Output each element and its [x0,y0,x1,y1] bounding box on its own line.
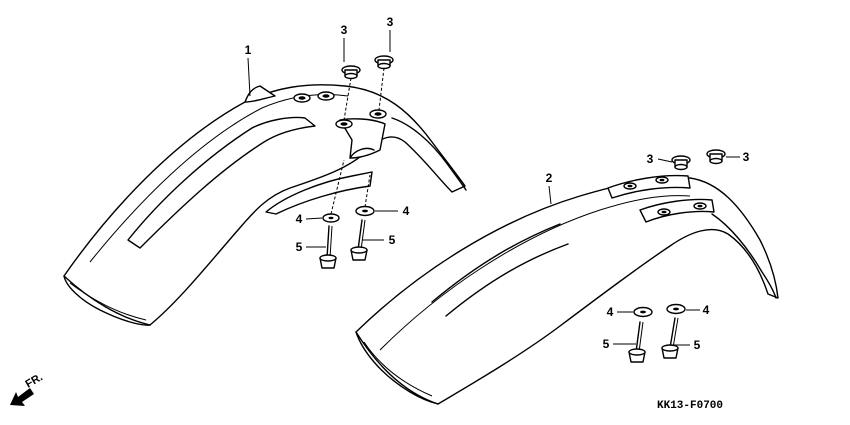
callout-part-5c: 5 [603,337,610,351]
washer-4d [666,303,686,315]
bolt-5c [628,321,646,363]
grommet-3d [706,149,726,165]
bolt-5b [350,219,368,261]
callout-part-1: 1 [245,43,252,57]
callout-part-3c: 3 [647,152,654,166]
arrow-icon [10,388,34,406]
callout-part-4d: 4 [703,303,710,317]
washer-4a [322,213,340,223]
grommet-3a [341,65,361,80]
callout-part-4b: 4 [403,204,410,218]
callout-part-5b: 5 [389,233,396,247]
front-fender-2 [355,174,779,405]
callout-part-4a: 4 [296,212,303,226]
callout-part-3d: 3 [743,150,750,164]
grommet-3b [374,55,394,70]
bolt-5d [661,317,679,359]
diagram-code: KK13-F0700 [657,400,723,412]
callout-part-3a: 3 [341,23,348,37]
callout-part-5d: 5 [694,338,701,352]
callout-part-2: 2 [546,171,553,185]
washer-4c [633,306,653,318]
front-fender-1 [63,84,467,326]
callout-part-5a: 5 [296,240,303,254]
bolt-5a [319,225,337,269]
direction-label: FR. [24,371,45,390]
front-direction-indicator: FR. [10,371,45,406]
callout-part-3b: 3 [387,15,394,29]
grommet-3c [671,155,691,171]
leader-lines [247,30,740,346]
callout-part-4c: 4 [607,305,614,319]
washer-4b [355,205,375,217]
